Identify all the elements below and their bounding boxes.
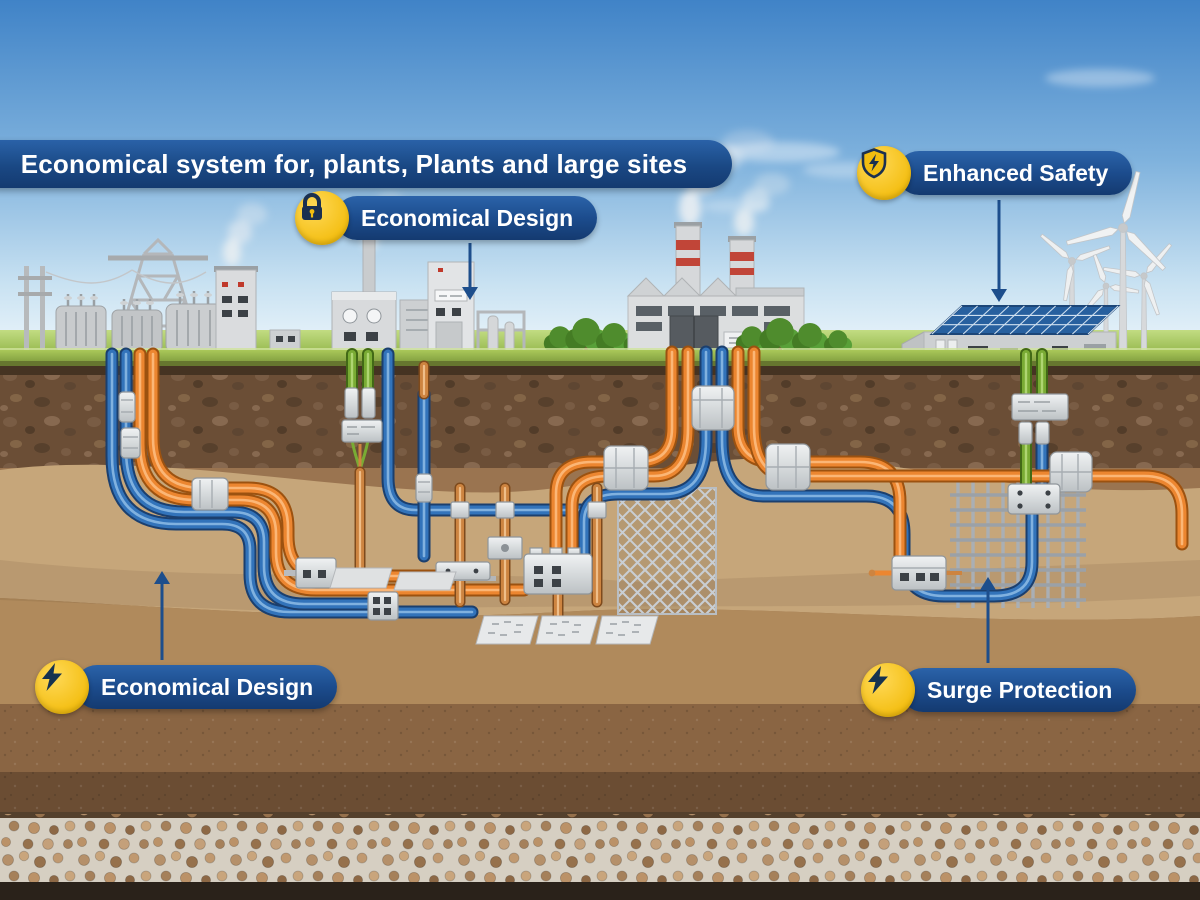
transformer-tanks [53, 291, 225, 356]
cable-joint-sleeves [118, 385, 1093, 511]
badge-label: Enhanced Safety [897, 151, 1133, 195]
trees-right [735, 318, 853, 356]
badge-economical-design-bottom: Economical Design [35, 660, 338, 714]
pointer-arrows [154, 200, 1007, 663]
grass-front [0, 348, 1200, 368]
substation-cabinet [212, 266, 260, 355]
diamond-grounding-mesh [617, 487, 717, 615]
lightning-bolt-icon [861, 663, 915, 717]
junction-boxes [284, 483, 1061, 621]
badge-surge-protection: Surge Protection [861, 663, 1137, 717]
badge-label: Surge Protection [901, 668, 1137, 712]
perforated-ground-plates [329, 567, 659, 645]
title-banner: Economical system for, plants, Plants an… [0, 140, 732, 188]
badge-economical-design-top: Economical Design [295, 191, 598, 245]
gravel-layer [0, 814, 1200, 884]
badge-enhanced-safety: Enhanced Safety [857, 146, 1133, 200]
lightning-bolt-icon [35, 660, 89, 714]
trees-left [543, 318, 653, 356]
tall-cabinet [427, 261, 475, 357]
solar-panels [929, 305, 1121, 335]
power-plant [328, 233, 536, 358]
shield-bolt-icon [857, 146, 911, 200]
lock-icon [295, 191, 349, 245]
title-text: Economical system for, plants, Plants an… [20, 148, 688, 179]
badge-label: Economical Design [75, 665, 338, 709]
badge-label: Economical Design [335, 196, 598, 240]
